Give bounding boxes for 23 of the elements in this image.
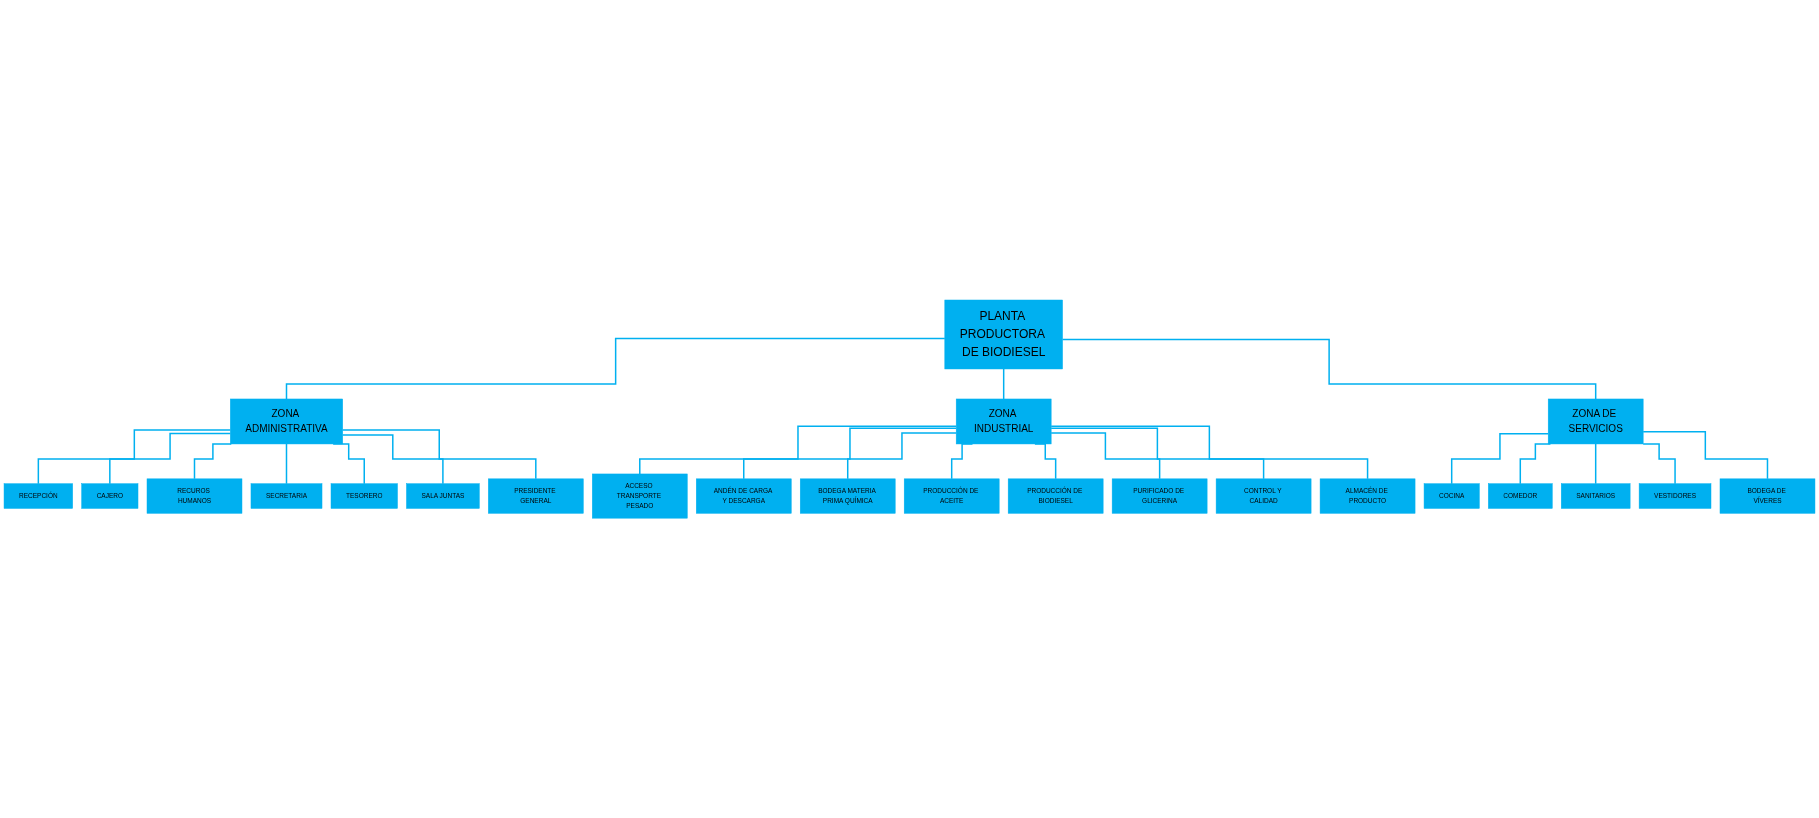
node-box: ZONA ADMINISTRATIVA	[230, 398, 343, 445]
connector	[1642, 443, 1676, 485]
connector	[743, 427, 957, 480]
connector	[285, 337, 946, 400]
connector	[193, 443, 233, 480]
connector	[341, 434, 444, 485]
connector	[1050, 427, 1265, 480]
connector	[1050, 425, 1369, 480]
connector	[341, 429, 537, 480]
connector	[639, 425, 957, 475]
connector	[37, 429, 232, 485]
connector	[109, 432, 232, 485]
connector	[1450, 433, 1549, 485]
connector	[846, 432, 957, 480]
node-box: ZONA INDUSTRIAL	[955, 398, 1052, 445]
node-box: PLANTA PRODUCTORA DE BIODIESEL	[944, 299, 1063, 370]
node-box: ZONA DE SERVICIOS	[1547, 398, 1644, 445]
connector	[1061, 338, 1597, 400]
connector	[1050, 432, 1161, 480]
connector	[1594, 443, 1597, 485]
connector	[1642, 431, 1769, 480]
connector	[1002, 368, 1005, 400]
connector	[285, 443, 288, 485]
